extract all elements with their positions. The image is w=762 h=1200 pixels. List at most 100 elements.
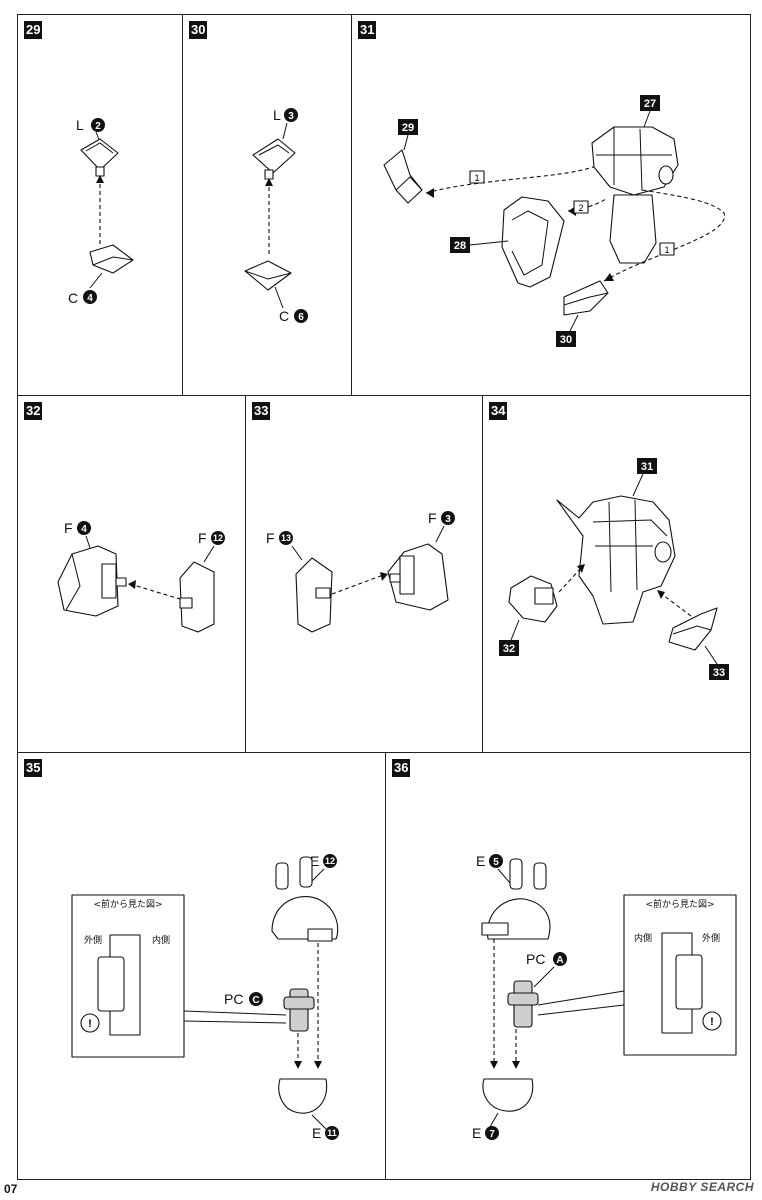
- inset-title: <前から見た図>: [645, 898, 714, 910]
- step-36-diagram: E 5 PC A <前から見た図> 内側 外側 ! E 7: [472, 853, 737, 1141]
- svg-text:3: 3: [445, 514, 451, 525]
- step-number: 36: [392, 759, 411, 777]
- step-panel-30: 30 L 3 C 6: [182, 14, 352, 396]
- step-number: 30: [189, 21, 208, 39]
- inset-outer-label: 外側: [84, 934, 102, 946]
- part-28: [501, 196, 565, 288]
- step-number: 31: [358, 21, 377, 39]
- svg-text:13: 13: [281, 533, 291, 543]
- part-number-badge: [83, 290, 97, 304]
- runner-letter: E: [310, 853, 319, 869]
- svg-text:32: 32: [503, 643, 515, 655]
- svg-text:12: 12: [325, 856, 335, 866]
- svg-text:27: 27: [644, 98, 656, 110]
- step-35-diagram: <前から見た図> 外側 内側 ! E 12 PC C E 11: [71, 853, 339, 1141]
- ref-badge-33: [709, 664, 729, 680]
- step-panel-32: 32 F 4 F 12: [17, 395, 246, 753]
- callout-box: [573, 200, 589, 214]
- part-l3-peg: [264, 169, 274, 180]
- warning-icon: [80, 1013, 100, 1033]
- page-number: 07: [4, 1182, 18, 1196]
- svg-text:1: 1: [474, 173, 479, 183]
- svg-text:5: 5: [493, 857, 499, 868]
- svg-text:30: 30: [560, 334, 572, 346]
- step-31-diagram: 29 1 27 28 2 1 30: [383, 95, 725, 347]
- runner-letter: L: [273, 107, 281, 123]
- part-l2: [80, 138, 119, 171]
- svg-text:!: !: [88, 1018, 92, 1030]
- svg-text:2: 2: [578, 203, 583, 213]
- step-number: 34: [489, 402, 508, 420]
- inset-inner-label: 内側: [634, 932, 652, 944]
- ref-badge-30: [556, 331, 576, 347]
- svg-text:!: !: [710, 1016, 714, 1028]
- step-panel-35: 35 <前から見た図> 外側 内側 ! E 12 PC C E: [17, 752, 386, 1180]
- svg-text:1: 1: [664, 245, 669, 255]
- svg-text:A: A: [556, 955, 563, 966]
- part-f12: [179, 561, 215, 633]
- step-panel-34: 34 31 32 33: [482, 395, 751, 753]
- step-panel-29: 29 L 2 C 4: [17, 14, 183, 396]
- svg-text:4: 4: [81, 524, 87, 535]
- runner-letter: F: [428, 510, 437, 526]
- runner-letter: E: [472, 1125, 481, 1141]
- step-33-diagram: F 13 F 3: [266, 510, 455, 633]
- inset-outer-label: 外側: [702, 932, 720, 944]
- step-number: 29: [24, 21, 43, 39]
- runner-letter: F: [266, 530, 275, 546]
- inset-inner-label: 内側: [152, 934, 170, 946]
- part-l2-peg: [95, 166, 105, 177]
- ref-badge-32: [499, 640, 519, 656]
- ref-badge-31: [637, 458, 657, 474]
- part-number: 2: [95, 121, 101, 132]
- step-number: 32: [24, 402, 43, 420]
- runner-letter: F: [198, 530, 207, 546]
- runner-letter: E: [312, 1125, 321, 1141]
- inset-title: <前から見た図>: [93, 898, 162, 910]
- step-number: 33: [252, 402, 271, 420]
- svg-text:31: 31: [641, 461, 653, 473]
- step-34-diagram: 31 32 33: [499, 458, 729, 680]
- part-e11: [278, 1078, 328, 1114]
- svg-text:33: 33: [713, 667, 725, 679]
- step-29-diagram: L 2 C 4: [68, 117, 134, 306]
- runner-letter: F: [64, 520, 73, 536]
- runner-letter: C: [279, 308, 289, 324]
- step-number: 35: [24, 759, 43, 777]
- step-panel-33: 33 F 13 F 3: [245, 395, 483, 753]
- runner-letter: PC: [526, 951, 545, 967]
- part-l3: [252, 138, 296, 174]
- part-pc-c: [289, 988, 309, 1032]
- part-number-badge: [284, 108, 298, 122]
- part-27-head: [591, 126, 679, 196]
- svg-text:11: 11: [327, 1128, 337, 1138]
- part-c4: [89, 244, 134, 274]
- part-e7: [482, 1078, 534, 1112]
- part-number-badge: [294, 309, 308, 323]
- step-panel-31: 31 29 1 27 28 2 1: [351, 14, 751, 396]
- part-27-neck: [609, 194, 657, 264]
- ref-badge-28: [450, 237, 470, 253]
- part-c6: [244, 260, 292, 291]
- runner-letter: PC: [224, 991, 243, 1007]
- svg-text:7: 7: [489, 1129, 495, 1140]
- runner-letter: C: [68, 290, 78, 306]
- ref-badge-29: [398, 119, 418, 135]
- callout-box: [659, 242, 675, 256]
- part-number: 4: [87, 293, 93, 304]
- part-number: 3: [288, 111, 294, 122]
- step-32-diagram: F 4 F 12: [57, 520, 225, 633]
- runner-letter: L: [76, 117, 84, 133]
- svg-text:12: 12: [213, 533, 223, 543]
- svg-text:28: 28: [454, 240, 466, 252]
- callout-box: [469, 170, 485, 184]
- step-panel-36: 36 E 5 PC A <前から見た図> 内側 外側 ! E: [385, 752, 751, 1180]
- ref-badge-27: [640, 95, 660, 111]
- watermark: HOBBY SEARCH: [650, 1180, 754, 1194]
- part-e12: [271, 896, 339, 940]
- svg-text:C: C: [252, 995, 259, 1006]
- part-31-head: [556, 495, 676, 625]
- part-number-badge: [91, 118, 105, 132]
- warning-icon: [702, 1011, 722, 1031]
- step-30-diagram: L 3 C 6: [244, 107, 308, 324]
